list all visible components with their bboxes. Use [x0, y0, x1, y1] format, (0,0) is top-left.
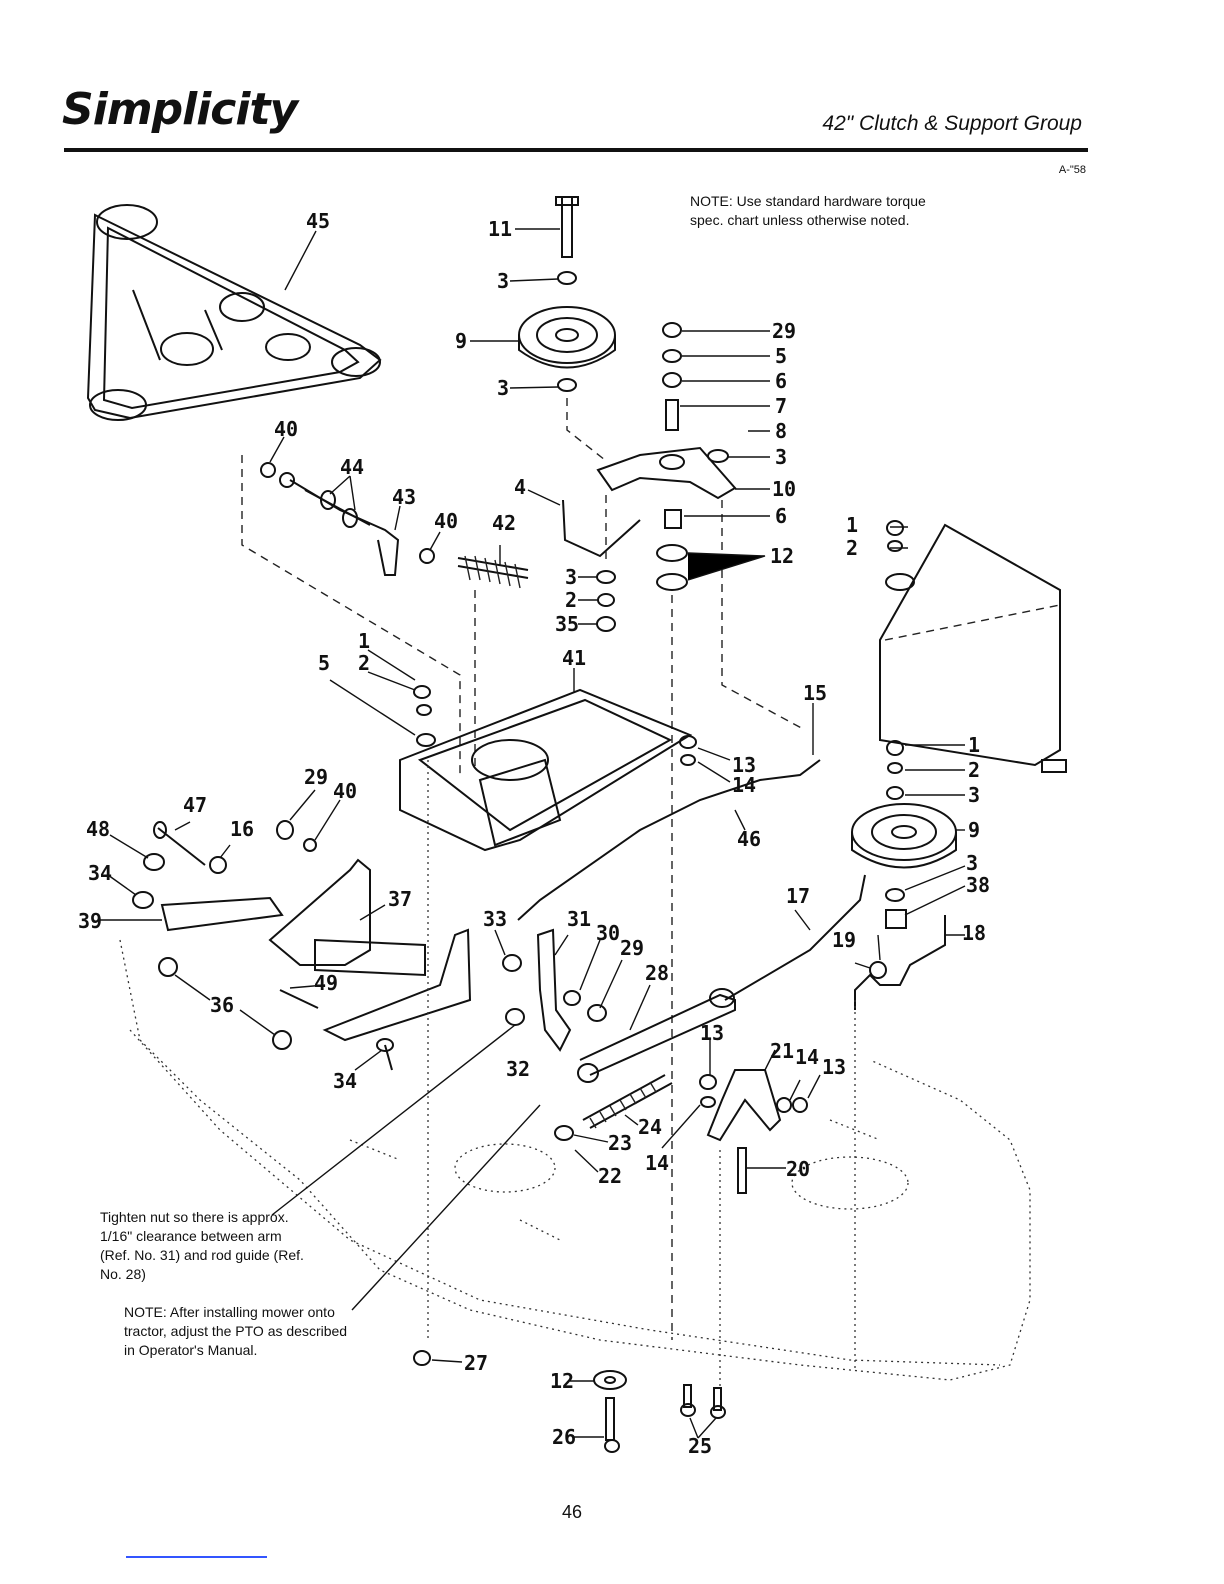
callout-number: 8 — [775, 419, 787, 443]
callout-number: 31 — [567, 907, 591, 931]
callout-number: 40 — [274, 417, 298, 441]
callout-number: 29 — [304, 765, 328, 789]
callout-number: 10 — [772, 477, 796, 501]
callout-number: 14 — [732, 773, 756, 797]
callout-number: 13 — [822, 1055, 846, 1079]
belt-cover — [879, 520, 1067, 773]
callout-number: 25 — [688, 1434, 712, 1458]
callout-number: 43 — [392, 485, 416, 509]
callout-number: 19 — [832, 928, 856, 952]
callout-number: 2 — [846, 536, 858, 560]
callout-number: 4 — [514, 475, 526, 499]
callout-number: 9 — [968, 818, 980, 842]
callout-number: 3 — [966, 851, 978, 875]
callout-numbers: 45 11 3 9 3 29 5 6 7 8 3 10 6 12 4 40 44… — [78, 209, 990, 1458]
callout-number: 48 — [86, 817, 110, 841]
callout-number: 3 — [968, 783, 980, 807]
callout-leaders — [100, 228, 966, 1439]
right-idler-pulley — [851, 740, 957, 1010]
clearance-note-leader — [271, 1024, 516, 1216]
header-rule — [64, 148, 1088, 152]
callout-number: 42 — [492, 511, 516, 535]
callout-number: 12 — [550, 1369, 574, 1393]
callout-number: 20 — [786, 1157, 810, 1181]
callout-number: 24 — [638, 1115, 662, 1139]
callout-number: 12 — [770, 544, 794, 568]
callout-number: 35 — [555, 612, 579, 636]
page-number: 46 — [562, 1502, 583, 1522]
callout-number: 3 — [497, 269, 509, 293]
pivot-arm-rod — [724, 874, 866, 1001]
callout-number: 5 — [775, 344, 787, 368]
left-support-bracket — [132, 820, 426, 1050]
callout-number: 2 — [358, 651, 370, 675]
mower-deck — [119, 760, 1031, 1390]
mower-deck-bracket — [399, 685, 697, 852]
brand-logo: Simplicity — [62, 84, 298, 135]
control-rod — [517, 759, 821, 921]
callout-number: 1 — [358, 629, 370, 653]
callout-number: 2 — [565, 588, 577, 612]
callout-number: 30 — [596, 921, 620, 945]
callout-number: 45 — [306, 209, 330, 233]
reference-code: A-"58 — [1058, 164, 1086, 176]
callout-number: 14 — [795, 1045, 819, 1069]
callout-number: 38 — [966, 873, 990, 897]
footer-link-underline[interactable] — [126, 1556, 267, 1558]
spring-linkage — [241, 455, 529, 775]
callout-number: 46 — [737, 827, 761, 851]
callout-number: 1 — [846, 513, 858, 537]
callout-number: 22 — [598, 1164, 622, 1188]
callout-number: 33 — [483, 907, 507, 931]
callout-number: 11 — [488, 217, 512, 241]
pto-arm-linkage — [322, 928, 736, 1083]
callout-number: 23 — [608, 1131, 632, 1155]
hardware-note: NOTE: Use standard hardware torque spec.… — [690, 193, 926, 228]
callout-number: 21 — [770, 1039, 794, 1063]
callout-number: 17 — [786, 884, 810, 908]
callout-number: 32 — [506, 1057, 530, 1081]
callout-number: 36 — [210, 993, 234, 1017]
pto-adjust-note: NOTE: After installing mower onto tracto… — [124, 1304, 348, 1358]
callout-number: 3 — [497, 376, 509, 400]
callout-number: 41 — [562, 646, 586, 670]
callout-number: 27 — [464, 1351, 488, 1375]
callout-number: 40 — [434, 509, 458, 533]
callout-number: 47 — [183, 793, 207, 817]
callout-number: 18 — [962, 921, 986, 945]
callout-number: 7 — [775, 394, 787, 418]
page-title: 42" Clutch & Support Group — [822, 112, 1082, 135]
callout-number: 34 — [333, 1069, 357, 1093]
callout-number: 3 — [565, 565, 577, 589]
callout-number: 44 — [340, 455, 364, 479]
callout-number: 14 — [645, 1151, 669, 1175]
callout-number: 34 — [88, 861, 112, 885]
tension-spring-bracket — [554, 1069, 808, 1194]
callout-number: 13 — [732, 753, 756, 777]
top-idler-pulley — [518, 196, 616, 461]
callout-number: 9 — [455, 329, 467, 353]
callout-number: 29 — [772, 319, 796, 343]
callout-number: 1 — [968, 733, 980, 757]
callout-number: 39 — [78, 909, 102, 933]
callout-number: 37 — [388, 887, 412, 911]
callout-number: 13 — [700, 1021, 724, 1045]
bottom-hardware — [413, 1350, 726, 1453]
callout-number: 49 — [314, 971, 338, 995]
callout-number: 16 — [230, 817, 254, 841]
callout-number: 2 — [968, 758, 980, 782]
callout-number: 26 — [552, 1425, 576, 1449]
callout-number: 29 — [620, 936, 644, 960]
callout-number: 6 — [775, 504, 787, 528]
callout-number: 6 — [775, 369, 787, 393]
callout-number: 5 — [318, 651, 330, 675]
callout-number: 28 — [645, 961, 669, 985]
callout-number: 3 — [775, 445, 787, 469]
clearance-note: Tighten nut so there is approx. 1/16" cl… — [100, 1209, 304, 1282]
callout-number: 15 — [803, 681, 827, 705]
pto-note-leader — [351, 1104, 541, 1311]
belt-illustration — [86, 204, 382, 421]
callout-number: 40 — [333, 779, 357, 803]
